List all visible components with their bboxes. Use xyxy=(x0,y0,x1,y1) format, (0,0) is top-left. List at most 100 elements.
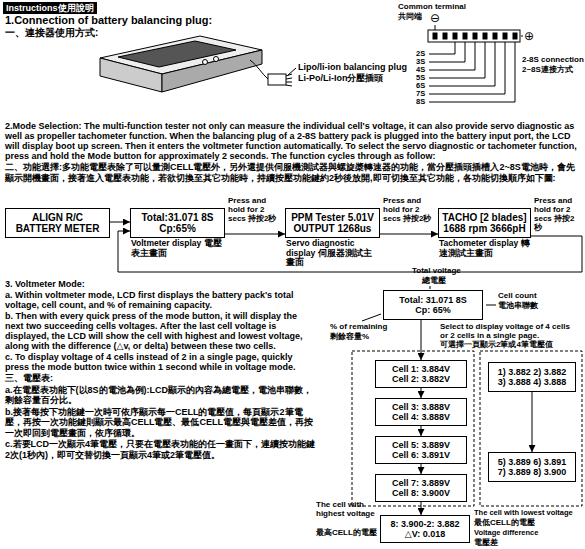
label: % of remaining xyxy=(330,322,387,331)
label: 6S xyxy=(416,82,425,90)
display-line: 7) 3.889 8) 3.900 xyxy=(498,467,567,478)
display-line: 3) 3.888 4) 3.888 xyxy=(498,377,567,388)
label: Instructions使用說明 xyxy=(3,2,97,14)
display-line: BATTERY METER xyxy=(16,223,100,234)
display-line: OUTPUT 1268us xyxy=(294,223,372,234)
label: 2S xyxy=(416,50,425,58)
edge-label: Press and hold for 2 secs 持按2秒 xyxy=(228,196,284,223)
display-line: Cell 5: 3.889V xyxy=(392,440,450,451)
paragraph: 2.Mode Selection: The multi-function tes… xyxy=(5,121,581,161)
label: 4S xyxy=(416,66,425,74)
display-caption: Tachometer display 轉速測試主畫面 xyxy=(439,239,530,258)
label: 5S xyxy=(416,74,425,82)
pin xyxy=(493,33,497,39)
leader-line xyxy=(435,25,523,36)
label: Lipo/li-ion balancing plug xyxy=(298,62,407,72)
lcd-box: Cell 1: 3.884VCell 2: 3.882V xyxy=(375,360,467,388)
pin xyxy=(473,33,477,39)
paragraph: b.接著每按下功能鍵一次時可依序顯示每一CELL的電壓值，每頁顯示2筆電壓，再按… xyxy=(5,407,315,439)
display-line: TACHO [2 blades] xyxy=(442,212,526,223)
label: 共同端 xyxy=(398,12,422,21)
paragraph: 二、功能選擇:多功能電壓表除了可以量測CELL電壓外，另外還提供伺服機測試器與螺… xyxy=(5,162,581,183)
pin xyxy=(443,33,447,39)
paragraph: a.在電壓表功能下(以8S的電池為例):LCD顯示的內容為總電壓，電池串聯數，剩… xyxy=(5,385,315,406)
display-line: △V: 0.018 xyxy=(405,529,445,540)
label: Voltage difference xyxy=(474,529,538,537)
edge-label: Press and hold for 2 secs 持按2秒 xyxy=(534,196,580,232)
lcd-box: 8: 3.900-2: 3.882△V: 0.018 xyxy=(380,515,470,543)
display-line: Cell 3: 3.888V xyxy=(392,402,450,413)
display-line: 1688 rpm 3666pH xyxy=(443,223,525,234)
lcd-box: 1) 3.882 2) 3.8823) 3.888 4) 3.888 xyxy=(488,362,576,392)
lcd-box: TACHO [2 blades]1688 rpm 3666pHTachomete… xyxy=(438,208,531,238)
display-line: PPM Tester 5.01V xyxy=(291,212,374,223)
display-line: 8: 3.900-2: 3.882 xyxy=(390,519,459,530)
button xyxy=(214,57,219,62)
display-caption: Servo diagnostic display 伺服器測試主畫面 xyxy=(286,239,379,268)
display-line: Cell 1: 3.884V xyxy=(392,364,450,375)
lcd-box: 5) 3.889 6) 3.8917) 3.889 8) 3.900 xyxy=(488,452,576,482)
label: 電池串聯數 xyxy=(498,301,538,310)
display-line: Cell 6: 3.891V xyxy=(392,450,450,461)
display-line: ALIGN R/C xyxy=(32,212,83,223)
lcd-box: Cell 3: 3.888VCell 4: 3.888V xyxy=(375,398,467,426)
label: ⊖ xyxy=(430,12,440,24)
flow-arrow xyxy=(421,320,422,360)
lcd-box: Cell 5: 3.889VCell 6: 3.891V xyxy=(375,436,467,464)
pin-leader xyxy=(429,42,515,102)
flow-arrow xyxy=(225,234,285,235)
lcd-box: PPM Tester 5.01VOUTPUT 1268usServo diagn… xyxy=(285,208,380,238)
display-line: Cell 2: 3.882V xyxy=(392,374,450,385)
text-column: 2.Mode Selection: The multi-function tes… xyxy=(5,121,581,184)
display-line: Cell 8: 3.900V xyxy=(392,488,450,499)
label: 剩餘容量% xyxy=(330,332,369,341)
lcd-box: Total: 31.071 8SCp: 65% xyxy=(383,290,483,320)
paragraph: 三、電壓表: xyxy=(5,373,315,384)
paragraph: a. Within voltmeter mode, LCD first disp… xyxy=(5,290,315,310)
tester-device xyxy=(100,36,296,92)
label: 8S xyxy=(416,98,425,106)
leader-line xyxy=(362,286,496,321)
pin xyxy=(513,33,517,39)
flow-arrow xyxy=(421,426,422,436)
dashed-panel xyxy=(480,351,582,506)
display-caption: Voltmeter display 電壓表主畫面 xyxy=(131,239,224,258)
plug-wires xyxy=(286,74,292,86)
label: 總電壓 xyxy=(422,276,446,285)
display-line: Cell 7: 3.889V xyxy=(392,478,450,489)
display-line: 1) 3.882 2) 3.882 xyxy=(498,367,567,378)
label: The cell with lowest voltage xyxy=(474,509,573,517)
label: 一、連接器使用方式: xyxy=(5,27,98,38)
label: 1.Connection of battery balancing plug: xyxy=(5,14,212,26)
balance-plug xyxy=(268,74,286,85)
pin xyxy=(503,33,507,39)
paragraph: 3. Voltmeter Mode: xyxy=(5,279,315,289)
flow-arrow xyxy=(380,234,438,235)
label: Li-Po/Li-Ion分壓插頭 xyxy=(298,73,384,83)
label: 可選擇一頁顯示2筆或4筆電壓值 xyxy=(440,340,553,349)
text-column: 3. Voltmeter Mode:a. Within voltmeter mo… xyxy=(5,279,315,461)
lcd-box: Cell 7: 3.889VCell 8: 3.900V xyxy=(375,474,467,502)
label: 2-8S connection xyxy=(522,55,584,64)
dashed-panel xyxy=(352,351,474,506)
flow-arrow xyxy=(110,222,130,223)
leader-line xyxy=(288,68,296,75)
paragraph: c. To display voltage of 4 cells instead… xyxy=(5,352,315,372)
paragraph: b. Then with every quick press of the mo… xyxy=(5,311,315,351)
label: 最低CELL的電壓 xyxy=(474,518,535,527)
button xyxy=(203,60,208,65)
connector-body xyxy=(428,30,520,42)
lcd-box: Total:31.071 8SCp:65%Voltmeter display 電… xyxy=(130,208,225,238)
label: 電壓差 xyxy=(474,538,498,547)
voltmeter-panels xyxy=(352,286,582,506)
label: 2~8S連接方式 xyxy=(522,65,573,74)
connector-diagram xyxy=(428,25,523,102)
pin xyxy=(463,33,467,39)
display-line: Total: 31.071 8S xyxy=(399,295,466,306)
display-line: Total:31.071 8S xyxy=(141,212,213,223)
pin xyxy=(433,33,437,39)
display-line: Cell 4: 3.888V xyxy=(392,412,450,423)
flow-arrow xyxy=(421,502,422,515)
label: 3S xyxy=(416,58,425,66)
